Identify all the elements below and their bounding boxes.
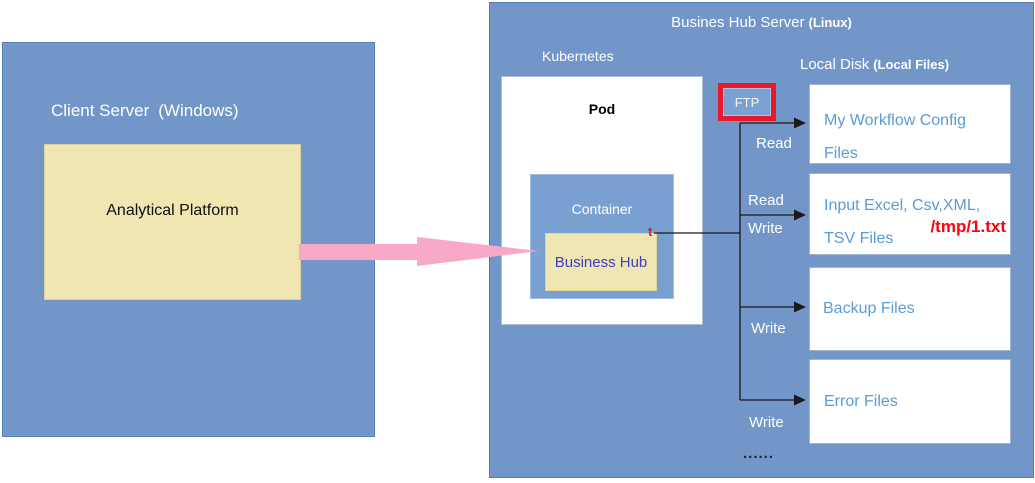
file-box-line1: Error Files xyxy=(824,392,898,410)
analytical-platform-label: Analytical Platform xyxy=(106,202,239,219)
tmp-path-annotation: /tmp/1.txt xyxy=(930,217,1006,236)
file-box-line2: TSV Files xyxy=(824,230,894,247)
server-title-text: Busines Hub Server xyxy=(671,14,805,31)
container-box: Container Business Hub xyxy=(530,174,674,299)
ftp-box: FTP xyxy=(718,83,776,121)
red-annotation-mark: t xyxy=(648,224,653,239)
analytical-platform-box: Analytical Platform xyxy=(44,144,301,300)
file-box-backup-files: Backup Files xyxy=(809,267,1011,351)
client-server-panel: Client Server (Windows) Analytical Platfo… xyxy=(2,42,375,437)
file-box-line2: Files xyxy=(824,145,858,162)
file-box-input-files: Input Excel, Csv,XML, TSV Files /tmp/1.t… xyxy=(809,173,1011,255)
ftp-label: FTP xyxy=(734,94,760,110)
client-server-title-text: Client Server xyxy=(51,101,150,120)
client-server-os-label: (Windows) xyxy=(158,101,239,120)
local-files-label: (Local Files) xyxy=(873,57,950,72)
business-hub-server-panel: Busines Hub Server(Linux) Kubernetes Loc… xyxy=(489,2,1034,478)
local-disk-label: Local Disk(Local Files) xyxy=(800,56,949,73)
file-box-workflow-config: My Workflow Config Files xyxy=(809,84,1011,164)
file-box-line1: Backup Files xyxy=(823,300,915,317)
business-hub-box: Business Hub xyxy=(545,233,657,291)
flow-label-write-2: Write xyxy=(751,320,786,337)
server-os-label: (Linux) xyxy=(808,15,852,30)
server-panel-title: Busines Hub Server(Linux) xyxy=(490,14,1033,31)
ellipsis-label: ...... xyxy=(743,445,775,462)
pod-label: Pod xyxy=(588,101,616,117)
container-label: Container xyxy=(571,201,633,217)
flow-label-write-1: Write xyxy=(748,220,783,237)
pod-box: Pod Container Business Hub xyxy=(501,76,703,325)
file-box-line1: Input Excel, Csv,XML, xyxy=(824,197,981,214)
flow-label-read-1: Read xyxy=(756,135,792,152)
local-disk-label-text: Local Disk xyxy=(800,56,870,73)
client-server-title: Client Server (Windows) xyxy=(51,101,239,121)
file-box-error-files: Error Files xyxy=(809,359,1011,444)
business-hub-label: Business Hub xyxy=(554,253,648,271)
flow-label-write-3: Write xyxy=(749,414,784,431)
flow-label-read-2: Read xyxy=(748,192,784,209)
kubernetes-label: Kubernetes xyxy=(542,48,614,64)
file-box-line1: My Workflow Config xyxy=(824,112,966,129)
